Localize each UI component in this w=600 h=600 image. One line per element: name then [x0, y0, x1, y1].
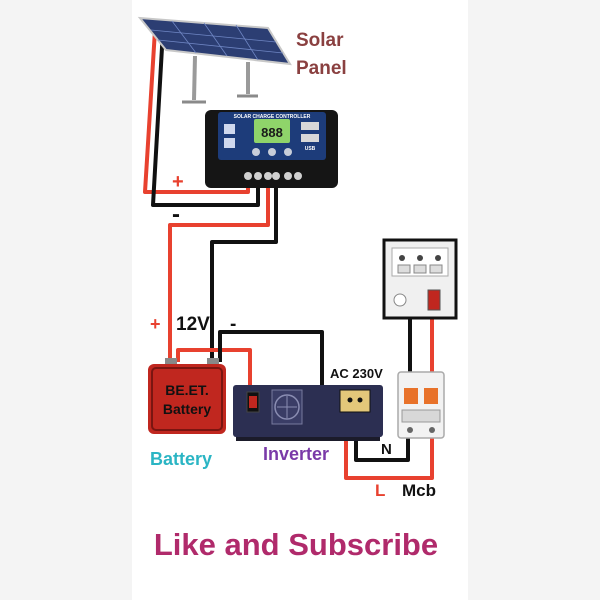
controller-terminal — [254, 172, 262, 180]
controller-terminal — [244, 172, 252, 180]
cta-text: Like and Subscribe — [154, 527, 438, 562]
inverter-positive-wire — [176, 348, 252, 388]
mcb-label: Mcb — [402, 481, 436, 500]
inverter-label: Inverter — [263, 444, 329, 464]
live-label: L — [375, 481, 385, 500]
inverter-negative-wire — [218, 330, 324, 385]
battery-label: Battery — [150, 449, 212, 469]
battery-text: Battery — [163, 401, 211, 417]
battery-minus-sign: - — [230, 314, 236, 335]
dc-voltage-label: 12V — [176, 314, 210, 335]
inverter — [233, 385, 383, 441]
solar-negative-wire — [151, 29, 260, 207]
charge-controller: SOLAR CHARGE CONTROLLER 888 USB — [205, 110, 338, 188]
solar-minus-sign: - — [172, 201, 180, 228]
controller-terminal — [284, 172, 292, 180]
fan-icon — [271, 389, 303, 425]
ac-voltage-label: AC 230V — [330, 366, 383, 381]
left-margin — [0, 0, 132, 600]
neutral-label: N — [381, 441, 392, 458]
battery-positive-wire — [168, 178, 270, 362]
wires — [143, 29, 434, 480]
panel-label: Panel — [296, 58, 347, 79]
ac-live-wire — [344, 408, 434, 480]
battery-brand: BE.ET. — [165, 382, 209, 398]
mcb — [397, 371, 445, 439]
battery-plus-sign: + — [150, 314, 161, 334]
right-margin — [468, 0, 600, 600]
controller-usb-label: USB — [305, 146, 316, 152]
solar-plus-sign: + — [172, 171, 184, 193]
socket-board — [382, 238, 458, 320]
battery-negative-wire — [210, 178, 278, 362]
battery: BE.ET. Battery — [148, 358, 226, 434]
controller-terminal — [294, 172, 302, 180]
controller-display: 888 — [261, 125, 283, 140]
solar-label: Solar — [296, 30, 344, 51]
solar-panel — [137, 16, 292, 104]
controller-terminal — [272, 172, 280, 180]
controller-terminal — [264, 172, 272, 180]
controller-title: SOLAR CHARGE CONTROLLER — [234, 114, 311, 120]
